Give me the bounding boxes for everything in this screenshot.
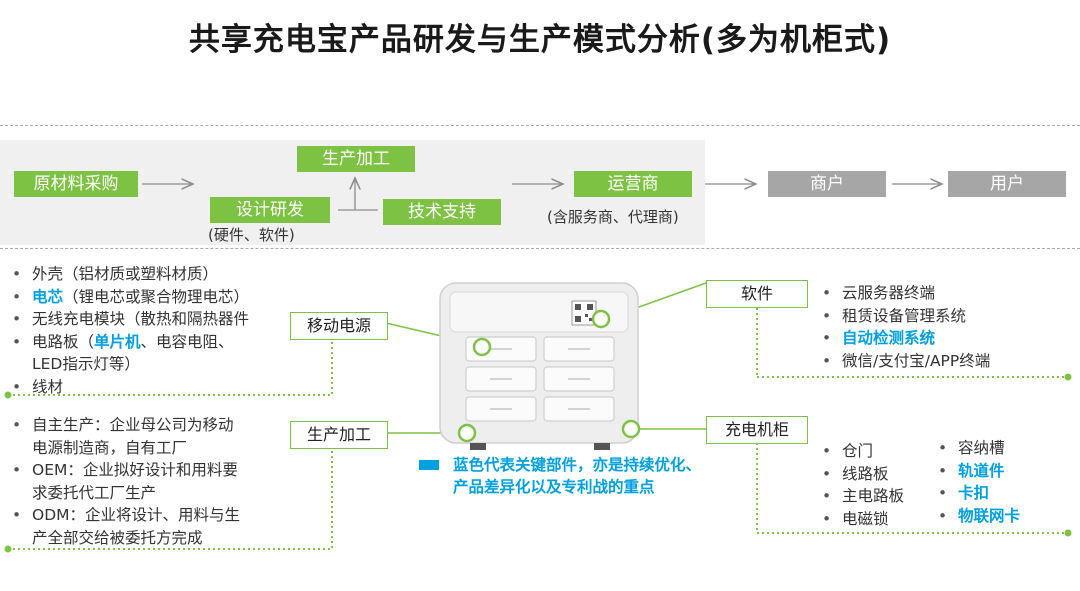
list-item: 物联网卡 bbox=[936, 505, 1020, 528]
value-chain-band bbox=[0, 125, 1080, 249]
cabinet-label: 充电机柜 bbox=[706, 416, 808, 444]
list-item: 电路板（单片机、电容电阻、 bbox=[10, 331, 249, 354]
production-modes-list: 自主生产：企业母公司为移动 电源制造商，自有工厂 OEM：企业拟好设计和用料要 … bbox=[10, 414, 240, 549]
power-bank-label: 移动电源 bbox=[290, 312, 388, 340]
list-item-continuation: LED指示灯等） bbox=[32, 355, 140, 373]
software-label: 软件 bbox=[706, 280, 808, 308]
cabinet-components-list-1: 仓门 线路板 主电路板 电磁锁 bbox=[820, 440, 904, 530]
list-item: 自动检测系统 bbox=[820, 327, 990, 350]
production-label: 生产加工 bbox=[290, 421, 388, 449]
operator-subtitle: (含服务商、代理商) bbox=[547, 208, 679, 226]
tech-support-box: 技术支持 bbox=[383, 199, 501, 225]
list-item: 线材 bbox=[10, 376, 249, 399]
list-item: 电芯（锂电芯或聚合物理电芯） bbox=[10, 286, 249, 309]
list-item: OEM：企业拟好设计和用料要 bbox=[10, 459, 240, 482]
design-box: 设计研发 bbox=[210, 197, 330, 223]
list-item: 卡扣 bbox=[936, 482, 1020, 505]
user-box: 用户 bbox=[948, 171, 1066, 197]
list-item: 租赁设备管理系统 bbox=[820, 305, 990, 328]
list-item: 容纳槽 bbox=[936, 437, 1020, 460]
merchant-box: 商户 bbox=[768, 171, 886, 197]
production-box: 生产加工 bbox=[297, 146, 415, 172]
legend-swatch bbox=[419, 460, 439, 470]
charging-cabinet-illustration bbox=[439, 282, 639, 450]
list-item-continuation: 求委托代工厂生产 bbox=[32, 483, 157, 502]
list-item: 无线充电模块（散热和隔热器件 bbox=[10, 308, 249, 331]
list-item: 外壳（铝材质或塑料材质） bbox=[10, 263, 249, 286]
design-subtitle: (硬件、软件) bbox=[208, 226, 295, 244]
list-item: 电磁锁 bbox=[820, 508, 904, 531]
list-item-continuation: 产全部交给被委托方完成 bbox=[32, 528, 203, 547]
legend-text: 蓝色代表关键部件，亦是持续优化、产品差异化以及专利战的重点 bbox=[453, 456, 702, 496]
power-bank-components-list: 外壳（铝材质或塑料材质） 电芯（锂电芯或聚合物理电芯） 无线充电模块（散热和隔热… bbox=[10, 263, 249, 398]
list-item: 主电路板 bbox=[820, 485, 904, 508]
list-item: 自主生产：企业母公司为移动 bbox=[10, 414, 240, 437]
list-item: 线路板 bbox=[820, 463, 904, 486]
software-components-list: 云服务器终端 租赁设备管理系统 自动检测系统 微信/支付宝/APP终端 bbox=[820, 282, 990, 372]
list-item: 云服务器终端 bbox=[820, 282, 990, 305]
raw-materials-box: 原材料采购 bbox=[14, 171, 138, 197]
list-item: 轨道件 bbox=[936, 460, 1020, 483]
list-item: ODM：企业将设计、用料与生 bbox=[10, 504, 240, 527]
list-item: 微信/支付宝/APP终端 bbox=[820, 350, 990, 373]
page-title: 共享充电宝产品研发与生产模式分析(多为机柜式) bbox=[188, 22, 892, 58]
cabinet-components-list-2: 容纳槽 轨道件 卡扣 物联网卡 bbox=[936, 437, 1020, 527]
operator-box: 运营商 bbox=[574, 171, 692, 197]
list-item-continuation: 电源制造商，自有工厂 bbox=[32, 438, 188, 457]
list-item: 仓门 bbox=[820, 440, 904, 463]
